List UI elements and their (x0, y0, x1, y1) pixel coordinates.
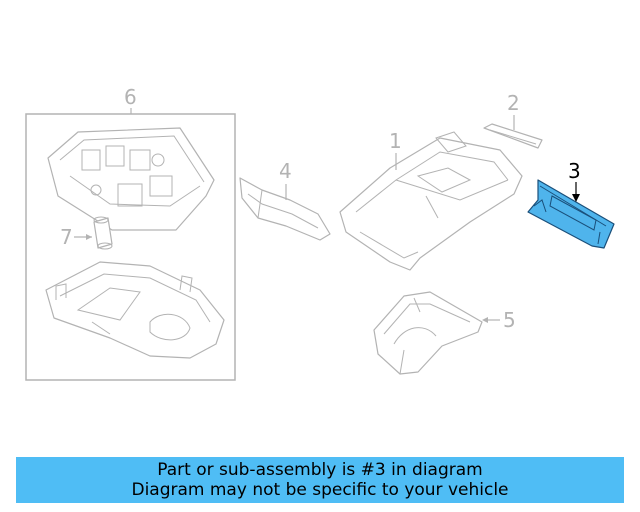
part-2-lens (483, 123, 543, 149)
parts-diagram: 6 7 4 (25, 85, 615, 381)
callout-6[interactable]: 6 (124, 85, 137, 109)
callout-5[interactable]: 5 (503, 308, 516, 332)
part-3-highlighted[interactable] (527, 179, 615, 249)
callout-3-arrow (572, 194, 580, 202)
part-7-bulb (93, 216, 113, 250)
part-6-console-housing (47, 127, 215, 231)
callout-1[interactable]: 1 (389, 129, 402, 153)
callout-5-arrow (482, 317, 488, 323)
callout-7[interactable]: 7 (60, 225, 73, 249)
info-banner: Part or sub-assembly is #3 in diagram Di… (16, 457, 624, 503)
banner-line-2: Diagram may not be specific to your vehi… (131, 480, 509, 500)
callout-7-arrow (86, 234, 92, 240)
callout-2[interactable]: 2 (507, 91, 520, 115)
callout-4[interactable]: 4 (279, 159, 292, 183)
part-1-console-frame (339, 131, 523, 271)
callout-3[interactable]: 3 (568, 159, 581, 183)
part-6-console-bezel (45, 261, 225, 359)
part-4-trim (239, 177, 331, 241)
banner-line-1: Part or sub-assembly is #3 in diagram (157, 460, 483, 480)
part-5-cover (373, 291, 483, 375)
